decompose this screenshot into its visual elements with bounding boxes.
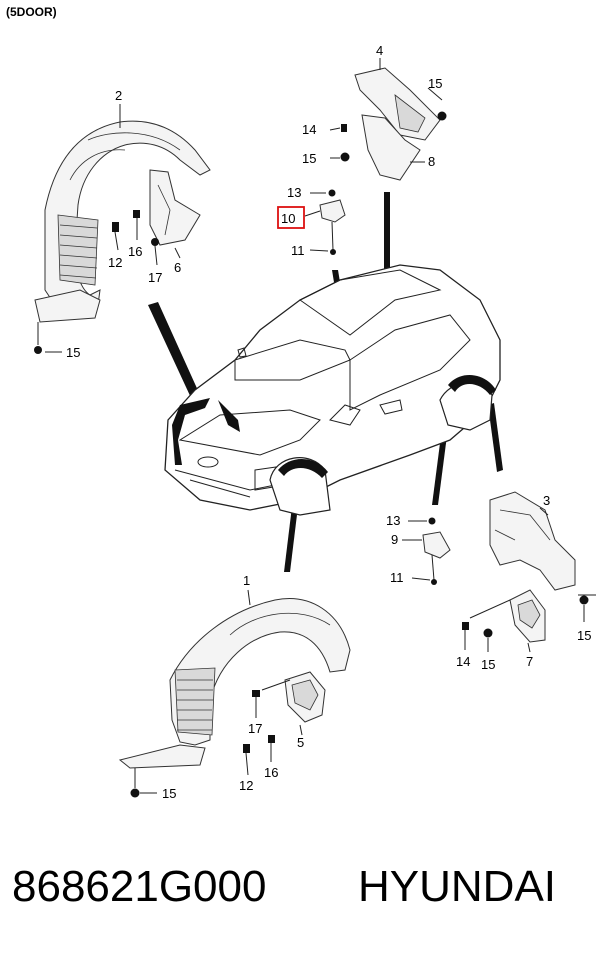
callout-17: 17	[248, 721, 262, 736]
callout-13: 13	[287, 185, 301, 200]
mud-guard-rear-upper	[361, 114, 421, 181]
callout-17: 17	[148, 270, 162, 285]
callout-11: 11	[390, 570, 404, 585]
mud-guard-rear-lower	[509, 589, 546, 643]
highlighted-part-box	[277, 206, 305, 229]
callout-16: 16	[128, 244, 142, 259]
callout-11: 11	[291, 243, 305, 258]
callout-9: 9	[391, 532, 398, 547]
mud-guard-front-upper	[149, 169, 201, 246]
callout-12: 12	[239, 778, 253, 793]
callout-10: 10	[281, 211, 295, 226]
callout-7: 7	[526, 654, 533, 669]
bracket-rear-upper	[354, 67, 441, 141]
callout-15: 15	[66, 345, 80, 360]
car-body	[164, 264, 501, 516]
callout-3: 3	[543, 493, 550, 508]
brand-name: HYUNDAI	[358, 862, 557, 911]
callout-8: 8	[428, 154, 435, 169]
clip-assembly-lower	[422, 517, 451, 585]
mud-guard-front-lower	[284, 671, 326, 723]
callout-2: 2	[115, 88, 122, 103]
callout-6: 6	[174, 260, 181, 275]
callout-15: 15	[428, 76, 442, 91]
callout-14: 14	[302, 122, 316, 137]
callout-1: 1	[243, 573, 250, 588]
callout-15: 15	[577, 628, 591, 643]
callout-15: 15	[481, 657, 495, 672]
callout-4: 4	[376, 43, 383, 58]
variant-label: (5DOOR)	[6, 5, 57, 19]
wheel-liner-front-lower	[118, 598, 351, 769]
callout-13: 13	[386, 513, 400, 528]
callout-16: 16	[264, 765, 278, 780]
callout-5: 5	[297, 735, 304, 750]
callout-15: 15	[162, 786, 176, 801]
callout-12: 12	[108, 255, 122, 270]
clip-assembly-upper	[319, 189, 346, 255]
part-number: 868621G000	[12, 862, 267, 911]
callout-15: 15	[302, 151, 316, 166]
wheel-liner-rear-lower	[489, 491, 576, 591]
callout-14: 14	[456, 654, 470, 669]
wheel-liner-front-upper	[34, 120, 211, 323]
